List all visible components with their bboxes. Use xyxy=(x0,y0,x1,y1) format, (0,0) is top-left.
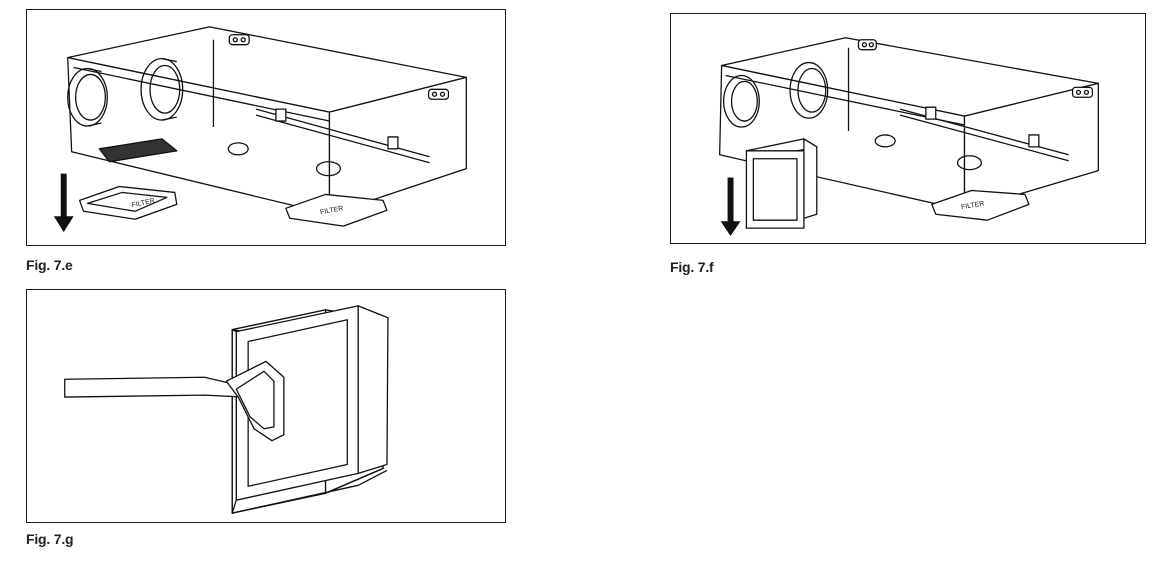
ventilation-unit-filter-removal-illustration: FILTER FILTER xyxy=(53,26,467,233)
down-arrow-icon xyxy=(53,173,74,233)
filter-cover-removed: FILTER xyxy=(78,185,178,220)
figure-7g-panel xyxy=(26,289,506,523)
duct-collar-right xyxy=(140,57,184,121)
duct-collar-right xyxy=(789,61,829,119)
figure-7f-panel: FILTER xyxy=(670,13,1146,244)
filter-label-installed: FILTER xyxy=(961,200,985,211)
duct-collar-left xyxy=(67,67,108,127)
caption-fig-7g: Fig. 7.g xyxy=(26,531,74,547)
filter-vacuum-cleaning-illustration xyxy=(64,305,389,514)
filter-cartridge xyxy=(745,138,818,229)
duct-collar-left xyxy=(722,74,760,128)
caption-fig-7e: Fig. 7.e xyxy=(26,257,73,273)
filter-box xyxy=(231,305,389,514)
filter-label-installed: FILTER xyxy=(320,205,344,216)
filter-label-dropped: FILTER xyxy=(131,198,155,210)
vacuum-nozzle xyxy=(64,360,285,442)
figure-7e-panel: FILTER FILTER xyxy=(26,9,506,246)
ventilation-unit-filter-pull-illustration: FILTER xyxy=(719,37,1099,237)
filter-cover-installed: FILTER xyxy=(285,193,388,227)
down-arrow-icon xyxy=(720,177,741,237)
filter-cover-installed: FILTER xyxy=(931,189,1030,221)
caption-fig-7f: Fig. 7.f xyxy=(670,259,714,275)
